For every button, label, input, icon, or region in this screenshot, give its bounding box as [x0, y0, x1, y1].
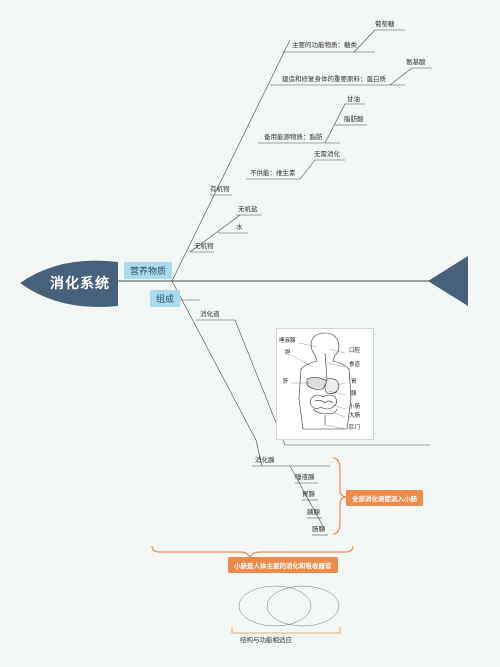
digestive-gland-label: 消化腺 [255, 456, 275, 464]
protein-label: 建造和修复身体的重要原料：蛋白质 [282, 75, 386, 83]
fig-label-gallbladder: 胆 [285, 350, 291, 356]
venn-right-text [310, 596, 334, 601]
organic-label: 有机物 [210, 185, 230, 193]
upper-branches [171, 29, 432, 282]
structure-bracket [231, 627, 341, 634]
venn-left-text [246, 596, 270, 601]
venn-right [266, 585, 340, 627]
nutrients-tag: 营养物质 [124, 262, 173, 279]
digestive-anatomy-drawing [290, 332, 352, 430]
gland-item-gastric: 胃腺 [302, 490, 315, 498]
glycerol-leaf: 甘油 [347, 95, 360, 103]
digestive-tract-label: 消化道 [200, 310, 220, 318]
gland-item-salivary: 唾液腺 [295, 473, 315, 481]
fig-label-esophagus: 食道 [349, 362, 361, 368]
central-topic: 消化系统 [50, 276, 110, 292]
glands-note-tag: 全部消化液都流入小肠 [346, 490, 423, 506]
vitamin-label: 不供能：维生素 [250, 169, 296, 177]
fig-label-small-intestine: 小肠 [349, 404, 361, 410]
sugar-label: 主要的功能物质：糖类 [292, 41, 357, 49]
venn-left [238, 585, 312, 627]
gland-item-pancreas: 胰腺 [307, 508, 320, 516]
no-digestion-leaf: 无需消化 [314, 150, 340, 158]
gland-brace [332, 457, 348, 535]
glucose-leaf: 葡萄糖 [375, 20, 395, 28]
small-intestine-note-tag: 小肠是人体主要的消化和吸收器官 [228, 557, 338, 573]
fig-label-pancreas: 胰 [351, 391, 357, 397]
gland-item-intestinal: 肠腺 [312, 525, 325, 533]
composition-tag: 组成 [150, 290, 181, 307]
fig-label-stomach: 胃 [351, 379, 357, 385]
amino-acid-leaf: 氨基酸 [406, 58, 426, 66]
fig-label-liver: 肝 [283, 379, 289, 385]
water-label: 水 [236, 223, 243, 231]
inorganic-label: 无机物 [194, 242, 214, 250]
lower-branches [150, 280, 430, 536]
structure-function-caption: 结构与功能相适应 [240, 636, 292, 644]
fatty-acid-leaf: 脂肪酸 [344, 115, 364, 123]
fig-label-large-intestine: 大肠 [349, 413, 361, 419]
anatomy-figure: 唾液腺 胆 口腔 食道 肝 胃 胰 小肠 大肠 肛门 [276, 328, 374, 440]
mineral-salt-label: 无机盐 [238, 205, 258, 213]
fish-head-shape [20, 260, 118, 308]
fish-tail-shape [428, 256, 468, 306]
fat-label: 备用能源物质：脂肪 [264, 133, 323, 141]
fig-label-salivary: 唾液腺 [279, 338, 296, 344]
fig-label-mouth: 口腔 [349, 348, 361, 354]
fig-label-anus: 肛门 [349, 425, 361, 431]
